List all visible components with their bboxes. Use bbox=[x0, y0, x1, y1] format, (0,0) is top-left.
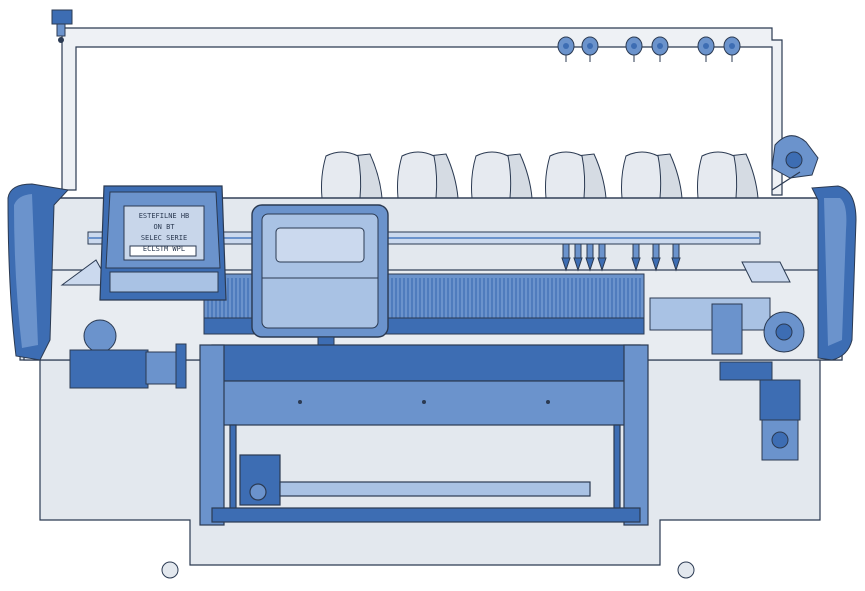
yarn-cone-icon bbox=[545, 151, 607, 199]
base-feet bbox=[161, 561, 695, 579]
frame-bolt bbox=[546, 400, 550, 404]
screen-line: SELEC SERIE bbox=[141, 234, 187, 242]
yarn-carrier-icon bbox=[651, 243, 661, 272]
yarn-tensioner-icon bbox=[625, 36, 643, 62]
yarn-tensioner-icon bbox=[697, 36, 715, 62]
yarn-cone-icon bbox=[397, 151, 459, 199]
yarn-carriers bbox=[561, 243, 681, 272]
yarn-cone-icon bbox=[697, 151, 759, 199]
yarn-tensioner-icon bbox=[557, 36, 575, 62]
screen-line: ESTEFILNE HB bbox=[139, 212, 190, 220]
yarn-carrier-icon bbox=[561, 243, 571, 272]
takedown-frame bbox=[199, 344, 649, 526]
yarn-tensioner-icon bbox=[581, 36, 599, 62]
top-lamp-icon bbox=[51, 9, 73, 43]
yarn-cone-icon bbox=[321, 151, 383, 199]
frame-bolt bbox=[422, 400, 426, 404]
motor-icon bbox=[759, 379, 801, 461]
yarn-carrier-icon bbox=[671, 243, 681, 272]
right-takedown-assembly bbox=[649, 297, 805, 381]
frame-bolts bbox=[298, 400, 550, 404]
right-end-cap bbox=[811, 185, 857, 361]
frame-bolt bbox=[298, 400, 302, 404]
yarn-tensioners bbox=[557, 36, 741, 62]
screen-line: ON BT bbox=[153, 223, 175, 231]
yarn-carrier-icon bbox=[631, 243, 641, 272]
control-panel-icon bbox=[99, 185, 227, 301]
control-screen-text: ESTEFILNE HB ON BT SELEC SERIE ECLSTM WPL bbox=[139, 212, 190, 253]
screen-line: ECLSTM WPL bbox=[143, 245, 185, 253]
yarn-feeder-icon bbox=[771, 135, 819, 191]
yarn-carrier-icon bbox=[573, 243, 583, 272]
yarn-carrier-icon bbox=[597, 243, 607, 272]
left-motor-assembly bbox=[69, 319, 187, 389]
left-end-cap bbox=[7, 183, 70, 361]
yarn-tensioner-icon bbox=[723, 36, 741, 62]
yarn-tensioner-icon bbox=[651, 36, 669, 62]
yarn-cone-icon bbox=[621, 151, 683, 199]
carriage-icon bbox=[251, 204, 389, 346]
yarn-cone-icon bbox=[471, 151, 533, 199]
yarn-cones bbox=[321, 151, 759, 199]
yarn-carrier-icon bbox=[585, 243, 595, 272]
right-brush bbox=[741, 261, 791, 283]
